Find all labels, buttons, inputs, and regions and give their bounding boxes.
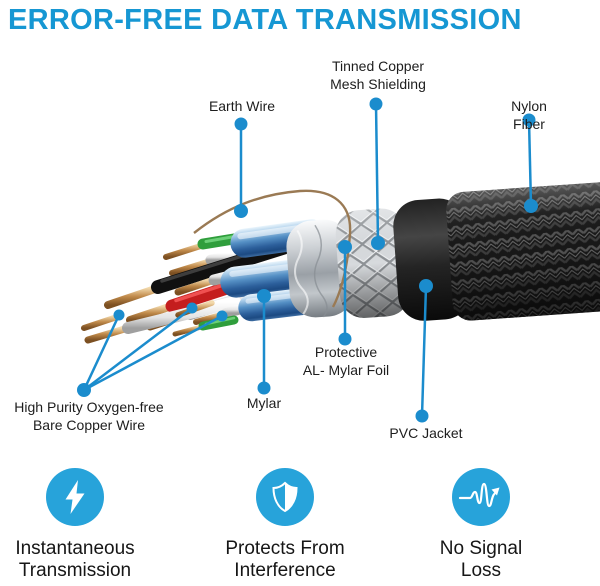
feature-no-signal-loss: No Signal Loss xyxy=(389,468,573,582)
feature-label: Instantaneous Transmission xyxy=(15,538,135,582)
feature-protects-from-interference: Protects From Interference xyxy=(193,468,377,582)
label-pvc-jacket: PVC Jacket xyxy=(389,425,463,441)
mesh-shield-layer xyxy=(335,208,410,318)
cable-outer-layers xyxy=(286,182,600,321)
lightning-icon xyxy=(46,468,104,526)
label-earth-wire: Earth Wire xyxy=(208,98,276,114)
label-nylon-fiber: Nylon Fiber xyxy=(511,98,547,132)
leader-lines xyxy=(82,103,533,417)
leader-dots xyxy=(77,97,538,423)
feature-label: Protects From Interference xyxy=(225,538,345,582)
nylon-braid-layer xyxy=(446,182,600,321)
signal-wave-icon xyxy=(452,468,510,526)
label-copper-wire: High Purity Oxygen-free Bare Copper Wire xyxy=(14,399,164,433)
feature-label: No Signal Loss xyxy=(439,538,523,582)
label-mesh-shielding: Tinned Copper Mesh Shielding xyxy=(330,58,426,92)
shield-icon xyxy=(256,468,314,526)
feature-instantaneous-transmission: Instantaneous Transmission xyxy=(0,468,167,582)
label-mylar: Mylar xyxy=(246,395,282,411)
label-al-mylar-foil: Protective AL- Mylar Foil xyxy=(302,344,390,378)
page-title: ERROR-FREE DATA TRANSMISSION xyxy=(8,4,522,36)
